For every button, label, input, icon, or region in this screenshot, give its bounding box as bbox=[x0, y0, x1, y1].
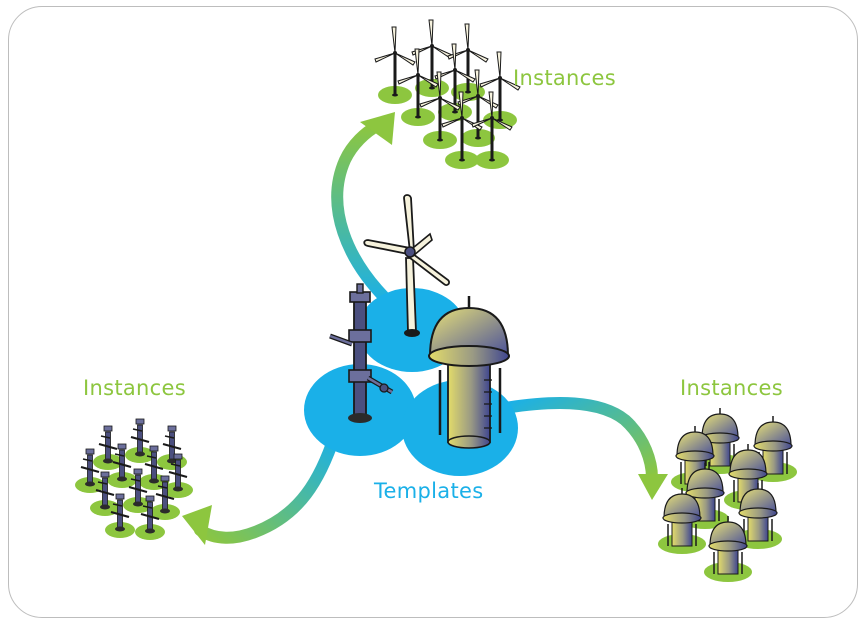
water-tank-icon bbox=[428, 296, 510, 449]
arrow-to-left-instances bbox=[182, 429, 341, 545]
oilfield-instances bbox=[73, 417, 195, 542]
oil-wellhead-icon bbox=[329, 283, 394, 423]
arrow-to-right-instances bbox=[499, 397, 668, 500]
wind-turbine-icon bbox=[363, 194, 450, 337]
instances-label-top: Instances bbox=[513, 66, 616, 90]
wind-farm-instances bbox=[373, 18, 522, 171]
tank-farm-instances bbox=[657, 407, 798, 583]
instances-label-right: Instances bbox=[680, 376, 783, 400]
arrow-to-top-instances bbox=[331, 112, 398, 311]
templates-label: Templates bbox=[374, 479, 484, 503]
instances-label-left: Instances bbox=[83, 376, 186, 400]
